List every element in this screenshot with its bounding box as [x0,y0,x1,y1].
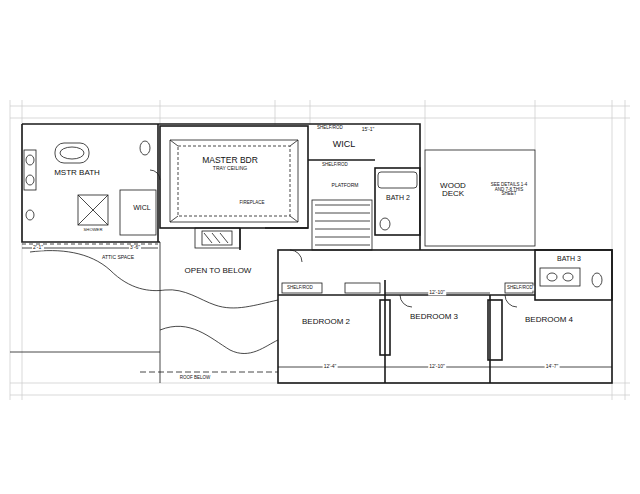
room-label: BEDROOM 3 [396,309,472,325]
room-label: MASTER BDRTRAY CEILING [178,150,282,178]
dimension-text: 12'-10" [428,364,446,369]
room-name: MASTER BDR [201,156,259,165]
room-name: WICL [132,204,152,211]
room-label: MSTR BATH [48,165,106,181]
dimension-text: 15'-1" [361,127,376,132]
plan-note: FIREPLACE [238,201,265,206]
plan-note: SHOWER [83,228,104,232]
dimension-text: 2'-1" [32,245,44,250]
room-name: BEDROOM 3 [409,313,459,321]
room-label: BATH 3 [546,252,592,266]
plan-note: SHELF/ROD [286,286,314,291]
room-label: WOOD DECK SEE DETAILS 1-4 AND 7-8 THIS SH… [428,170,532,210]
room-name: WOOD DECK [428,182,478,199]
room-name: BEDROOM 2 [301,318,351,326]
room-name: BATH 2 [385,194,411,201]
plan-note: SHELF/ROD [506,286,534,291]
room-name: BEDROOM 4 [524,316,574,324]
room-label: WICL [318,136,370,154]
dimension-text: 12'-4" [323,364,338,369]
plan-note: ATTIC SPACE [101,255,135,260]
plan-note: PLATFORM [331,183,360,188]
dimension-text: 14'-7" [545,364,560,369]
room-note: TRAY CEILING [212,166,248,171]
room-name: BATH 3 [556,255,582,262]
plan-note: SHELF/ROD [316,126,344,131]
room-label: BATH 2 [378,191,418,205]
room-note: SEE DETAILS 1-4 AND 7-8 THIS SHEET [486,183,532,197]
room-label: BEDROOM 4 [506,312,592,328]
plan-note: OPEN TO BELOW [184,267,253,275]
room-label: WICL [126,200,158,216]
plan-note: ROOF BELOW [179,376,212,381]
dimension-text: 3'-6" [129,245,141,250]
plan-note: SHELF/ROD [321,163,349,168]
room-name: WICL [332,140,357,149]
room-label: BEDROOM 2 [290,314,362,330]
dimension-text: 12'-10" [428,290,446,295]
room-name: MSTR BATH [53,169,101,177]
